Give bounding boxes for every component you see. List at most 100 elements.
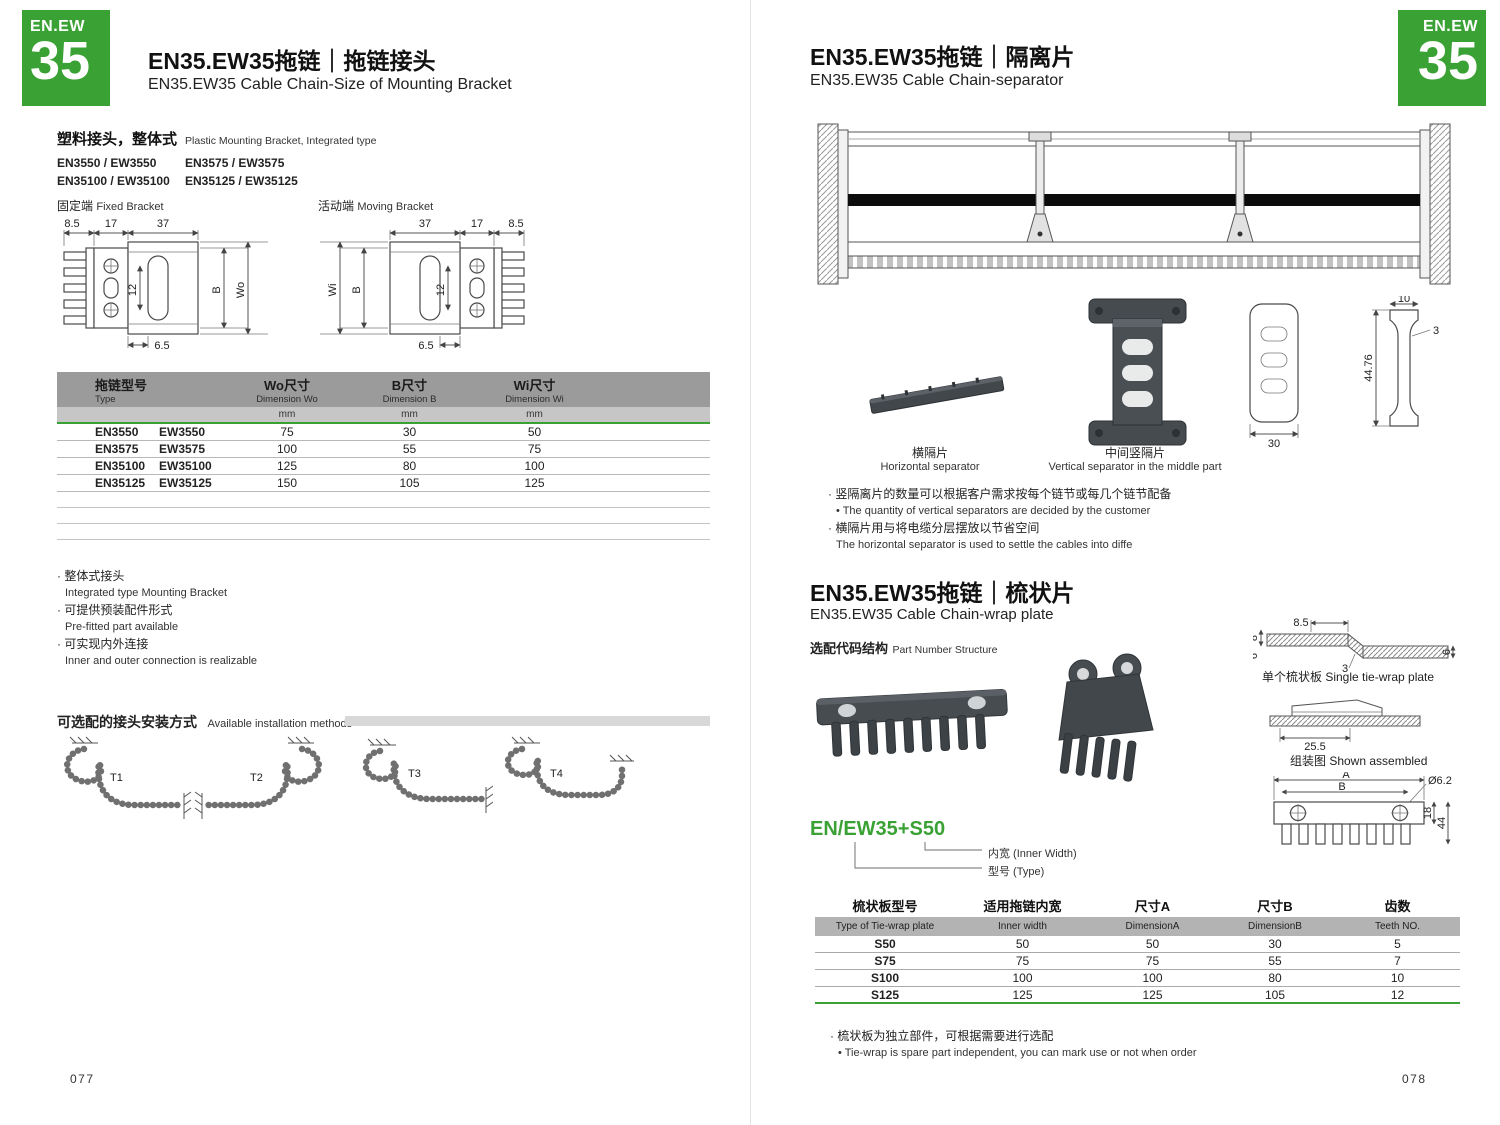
dim-30: 30 bbox=[1268, 438, 1280, 448]
unit-mm: mm bbox=[526, 409, 543, 420]
fixed-bracket-drawing: 8.5 17 37 12 B Wo 6.5 bbox=[63, 218, 268, 352]
heading-strip bbox=[345, 716, 710, 726]
unit-mm: mm bbox=[401, 409, 418, 420]
model-ew: EW35100 bbox=[159, 459, 212, 473]
single-tie-wrap-caption: 单个梳状板 Single tie-wrap plate bbox=[1262, 670, 1435, 684]
teeth-count: 10 bbox=[1390, 971, 1405, 985]
install-type-t1-drawing: T1 bbox=[63, 736, 192, 819]
dim-A: A bbox=[1342, 772, 1350, 781]
horizontal-separator-caption: 横隔片 Horizontal separator bbox=[855, 444, 1005, 473]
separator-section-drawing: 10 3 44.76 bbox=[1363, 296, 1439, 427]
caption-zh: 横隔片 bbox=[911, 446, 948, 460]
model-list-item: EN35125 / EW35125 bbox=[185, 174, 298, 188]
dim-18: 18 bbox=[1422, 807, 1434, 819]
note-zh: · 横隔片用与将电缆分层摆放以节省空间 bbox=[828, 521, 1040, 535]
empty-table-row bbox=[57, 492, 710, 508]
inner-width: 125 bbox=[1012, 987, 1033, 1002]
tie-wrap-front-drawing: A B Ø6.2 18 44 bbox=[1273, 772, 1452, 845]
badge-series-label: EN.EW bbox=[30, 18, 85, 35]
value-wi: 75 bbox=[527, 442, 542, 456]
col-wi-zh: Wi尺寸 bbox=[513, 378, 556, 393]
col-en: Teeth NO. bbox=[1374, 921, 1421, 932]
install-heading-en: Available installation methods bbox=[207, 718, 353, 730]
teeth-count: 5 bbox=[1394, 937, 1401, 951]
value-wo: 75 bbox=[280, 425, 294, 439]
note-zh: · 梳状板为独立部件，可根据需要进行选配 bbox=[830, 1029, 1054, 1043]
col-en: Inner width bbox=[998, 921, 1047, 932]
model-ew: EW3550 bbox=[159, 425, 206, 439]
dim-O6_2: Ø6.2 bbox=[1428, 775, 1452, 787]
note-en: The horizontal separator is used to sett… bbox=[836, 539, 1133, 551]
feature-list: · 整体式接头 Integrated type Mounting Bracket… bbox=[57, 568, 257, 670]
code-connector-lines bbox=[854, 842, 982, 869]
assembled-caption: 组装图 Shown assembled bbox=[1290, 754, 1428, 768]
dim-6: 6 bbox=[1253, 653, 1260, 659]
vertical-separator-1 bbox=[1026, 131, 1054, 243]
wrap-section-title-en: EN35.EW35 Cable Chain-wrap plate bbox=[810, 606, 1054, 623]
dim-3: 3 bbox=[1433, 325, 1439, 337]
model-en: EN35100 bbox=[95, 459, 146, 473]
value-wo: 125 bbox=[276, 459, 298, 473]
install-type-t2-drawing: T2 bbox=[194, 736, 323, 819]
right-page-title-en: EN35.EW35 Cable Chain-separator bbox=[810, 72, 1064, 89]
table-row: EN35100 EW35100 125 80 100 bbox=[57, 458, 710, 475]
part-number-code: EN/EW35+S50 bbox=[810, 818, 946, 840]
dim-8_5: 8.5 bbox=[508, 218, 523, 230]
moving-label-en: Moving Bracket bbox=[357, 201, 434, 213]
dim-Wi: Wi bbox=[327, 284, 339, 297]
page-fold-divider bbox=[750, 0, 751, 1125]
feature-en: Pre-fitted part available bbox=[65, 621, 179, 633]
right-page-title-zh: EN35.EW35拖链｜隔离片 bbox=[810, 44, 1075, 70]
wrap-plate-photo bbox=[816, 688, 1008, 757]
col-zh: 适用拖链内宽 bbox=[983, 898, 1062, 914]
model-list-item: EN35100 / EW35100 bbox=[57, 174, 170, 188]
tie-wrap-type: S100 bbox=[870, 971, 900, 985]
value-b: 30 bbox=[402, 425, 417, 439]
bracket-heading-en: Plastic Mounting Bracket, Integrated typ… bbox=[185, 135, 377, 147]
value-b: 105 bbox=[399, 476, 420, 490]
feature-zh: · 可提供预装配件形式 bbox=[57, 603, 173, 617]
single-tie-wrap-drawing: 8.5 8 6 3 6 bbox=[1253, 617, 1456, 674]
col-b-zh: B尺寸 bbox=[391, 378, 428, 393]
vertical-separator-photo bbox=[1088, 298, 1187, 446]
size-table-header: 拖链型号 Type Wo尺寸 Dimension Wo B尺寸 Dimensio… bbox=[57, 372, 710, 407]
dim-10: 10 bbox=[1398, 296, 1410, 305]
dim-B: B bbox=[351, 286, 363, 293]
install-heading: 可选配的接头安装方式 Available installation method… bbox=[57, 712, 352, 732]
fixed-label-en: Fixed Bracket bbox=[96, 201, 164, 213]
horizontal-separator-photo bbox=[869, 376, 1005, 414]
right-page-number: 078 bbox=[1402, 1072, 1427, 1086]
dim-B: B bbox=[211, 286, 223, 293]
dim-B: B bbox=[1338, 781, 1345, 793]
dim-12: 12 bbox=[435, 284, 447, 296]
dimension-a: 75 bbox=[1145, 954, 1160, 968]
size-table: 拖链型号 Type Wo尺寸 Dimension Wo B尺寸 Dimensio… bbox=[57, 372, 710, 540]
value-wi: 100 bbox=[524, 459, 545, 473]
feature-zh: · 可实现内外连接 bbox=[57, 637, 149, 651]
dim-12: 12 bbox=[127, 284, 139, 296]
separator-assembly-drawing bbox=[817, 123, 1451, 285]
install-heading-zh: 可选配的接头安装方式 bbox=[57, 714, 197, 730]
col-en: DimensionA bbox=[1125, 921, 1180, 932]
dim-8: 8 bbox=[1253, 635, 1260, 641]
wrap-bracket-photo bbox=[1058, 653, 1154, 782]
model-en: EN3575 bbox=[95, 442, 139, 456]
dim-37: 37 bbox=[157, 218, 169, 230]
col-wi-en: Dimension Wi bbox=[505, 394, 564, 405]
part-number-en: Part Number Structure bbox=[892, 644, 998, 656]
part-number-zh: 选配代码结构 bbox=[810, 641, 889, 656]
note-zh: · 竖隔离片的数量可以根据客户需求按每个链节或每几个链节配备 bbox=[828, 487, 1172, 501]
table-row: S75 75 75 55 7 bbox=[815, 953, 1460, 970]
note-en: • Tie-wrap is spare part independent, yo… bbox=[838, 1047, 1197, 1059]
note-en: • The quantity of vertical separators ar… bbox=[836, 505, 1151, 517]
tie-wrap-header-zh: 梳状板型号 适用拖链内宽 尺寸A 尺寸B 齿数 bbox=[815, 893, 1460, 917]
inner-width: 75 bbox=[1015, 954, 1030, 968]
value-b: 80 bbox=[402, 459, 417, 473]
inner-width: 100 bbox=[1012, 971, 1033, 985]
col-zh: 齿数 bbox=[1384, 898, 1411, 914]
tie-wrap-type: S50 bbox=[874, 937, 896, 951]
left-page-title-zh: EN35.EW35拖链｜拖链接头 bbox=[148, 48, 436, 74]
